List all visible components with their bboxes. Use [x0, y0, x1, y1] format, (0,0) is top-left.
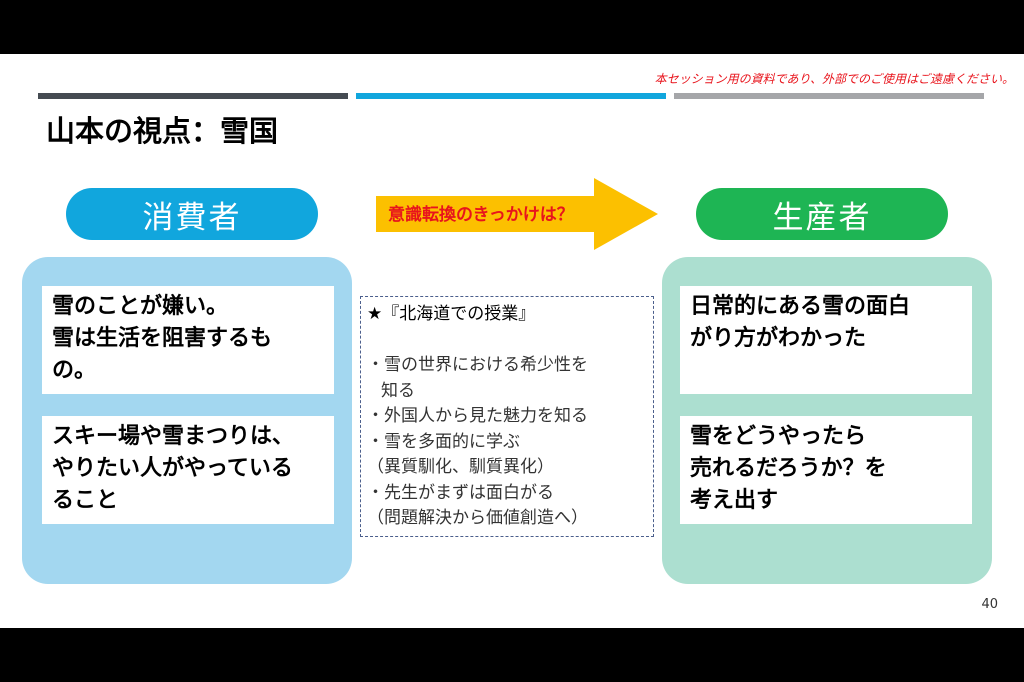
- notes-line: ・先生がまずは面白がる: [367, 482, 554, 503]
- header-bar-dark: [38, 93, 348, 99]
- card-line: やりたい人がやっている: [52, 456, 293, 481]
- card-line: スキー場や雪まつりは、: [52, 424, 295, 449]
- card-line: 考え出す: [690, 488, 779, 513]
- card-line: 雪は生活を阻害するも: [52, 326, 273, 351]
- notes-line: （問題解決から価値創造へ）: [367, 508, 588, 528]
- notes-line: ・外国人から見た魅力を知る: [367, 406, 588, 426]
- consumer-card-2: スキー場や雪まつりは、 やりたい人がやっている ること: [42, 416, 334, 524]
- card-line: 雪をどうやったら: [690, 424, 867, 449]
- notes-line: ・雪の世界における希少性を: [367, 355, 588, 375]
- arrow-shape: [376, 178, 658, 250]
- card-line: ること: [52, 488, 119, 513]
- producer-card-1: 日常的にある雪の面白 がり方がわかった: [680, 286, 972, 394]
- notes-line: 知る: [381, 380, 415, 401]
- card-line: の。: [52, 358, 97, 383]
- slide-title: 山本の視点：雪国: [46, 114, 279, 148]
- slide: 本セッション用の資料であり、外部でのご使用はご遠慮ください。 山本の視点：雪国 …: [0, 54, 1024, 628]
- notes-line: （異質馴化、馴質異化）: [367, 457, 554, 477]
- notes-line: ・雪を多面的に学ぶ: [367, 431, 520, 452]
- header-bar-gray: [674, 93, 984, 99]
- card-line: がり方がわかった: [690, 326, 867, 351]
- card-line: 雪のことが嫌い。: [52, 294, 229, 319]
- consumer-label: 消費者: [66, 188, 318, 240]
- notes-header: ★『北海道での授業』: [367, 304, 536, 324]
- arrow-label: 意識転換のきっかけは？: [388, 205, 574, 225]
- consumer-card-1: 雪のことが嫌い。 雪は生活を阻害するも の。: [42, 286, 334, 394]
- confidentiality-notice: 本セッション用の資料であり、外部でのご使用はご遠慮ください。: [654, 72, 1014, 86]
- card-line: 売れるだろうか？を: [690, 456, 887, 481]
- producer-card-2: 雪をどうやったら 売れるだろうか？を 考え出す: [680, 416, 972, 524]
- notes-spacer: [367, 328, 647, 354]
- page-number: 40: [981, 597, 998, 612]
- header-bar-blue: [356, 93, 666, 99]
- producer-label: 生産者: [696, 188, 948, 240]
- class-notes-box: ★『北海道での授業』 ・雪の世界における希少性を 知る ・外国人から見た魅力を知…: [360, 296, 654, 537]
- card-line: 日常的にある雪の面白: [690, 294, 911, 319]
- arrow-polygon: [376, 178, 658, 250]
